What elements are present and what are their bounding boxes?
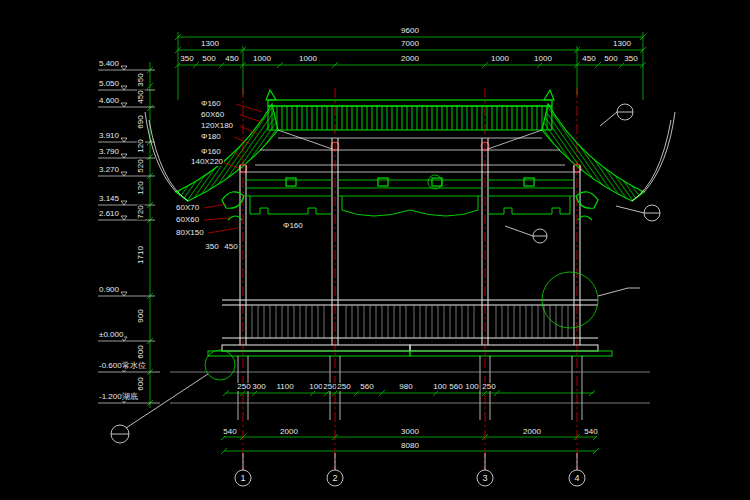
elevation-marks bbox=[98, 66, 160, 403]
axis-bubbles bbox=[235, 453, 585, 486]
vertical-dimension: 350 bbox=[137, 72, 145, 87]
member-size: 140X220 bbox=[190, 158, 224, 166]
dimension-text: 560 bbox=[448, 383, 463, 391]
axis-lines bbox=[243, 88, 577, 470]
member-size: Φ160 bbox=[282, 222, 304, 230]
detail-callouts bbox=[111, 104, 660, 443]
dimension-text: 250 bbox=[236, 383, 251, 391]
vertical-dimension: 1710 bbox=[137, 245, 145, 265]
axis-number: 1 bbox=[239, 474, 246, 483]
dimension-text: 560 bbox=[359, 383, 374, 391]
dimension-text: 250 bbox=[336, 383, 351, 391]
elevation-label: 3.270 bbox=[98, 166, 120, 174]
member-size: 60X60 bbox=[200, 111, 225, 119]
vertical-dimension: 900 bbox=[137, 308, 145, 323]
vertical-dimension: 720 bbox=[137, 204, 145, 219]
dimension-text: 1000 bbox=[533, 55, 553, 63]
dimension-text: 1300 bbox=[200, 40, 220, 48]
axis-number: 3 bbox=[481, 474, 488, 483]
vertical-dimension: 690 bbox=[137, 114, 145, 129]
member-size: 120X180 bbox=[200, 122, 234, 130]
dimension-text: 2000 bbox=[400, 55, 420, 63]
ridge bbox=[266, 90, 554, 130]
member-size: 80X150 bbox=[175, 229, 205, 237]
dimension-text: 300 bbox=[251, 383, 266, 391]
dimension-text: 540 bbox=[583, 428, 598, 436]
dimension-lines bbox=[147, 32, 646, 454]
dimension-text: 1300 bbox=[612, 40, 632, 48]
dimension-text: 450 bbox=[581, 55, 596, 63]
member-size: 350 bbox=[204, 243, 219, 251]
dimension-text: 2000 bbox=[279, 428, 299, 436]
member-size: Φ160 bbox=[200, 148, 222, 156]
dimension-text: 2000 bbox=[522, 428, 542, 436]
axis-number: 4 bbox=[573, 474, 580, 483]
dimension-text: 100 bbox=[432, 383, 447, 391]
dimension-text: 350 bbox=[179, 55, 194, 63]
dimension-text: 1000 bbox=[490, 55, 510, 63]
member-size: 60X70 bbox=[175, 204, 200, 212]
dimension-text: 250 bbox=[481, 383, 496, 391]
elevation-label: 0.900 bbox=[98, 286, 120, 294]
vertical-dimension: 120 bbox=[137, 180, 145, 195]
dimension-text: 450 bbox=[224, 55, 239, 63]
vertical-dimension: 600 bbox=[137, 376, 145, 391]
elevation-label: 3.910 bbox=[98, 132, 120, 140]
dimension-text: 500 bbox=[201, 55, 216, 63]
elevation-label: 2.610 bbox=[98, 210, 120, 218]
dimension-text: 1100 bbox=[275, 383, 294, 391]
vertical-dimension: 120 bbox=[137, 138, 145, 153]
dimension-text: 980 bbox=[398, 383, 413, 391]
dimension-text: 350 bbox=[623, 55, 638, 63]
ground-lines bbox=[170, 372, 650, 403]
member-size: 450 bbox=[223, 243, 238, 251]
dimension-text: 1000 bbox=[252, 55, 272, 63]
vertical-dimension: 520 bbox=[137, 158, 145, 173]
dimension-text: 7000 bbox=[400, 40, 420, 48]
elevation-label: 3.790 bbox=[98, 148, 120, 156]
dimension-text: 3000 bbox=[400, 428, 420, 436]
vertical-dimension: 450 bbox=[137, 89, 145, 104]
dimension-text: 9600 bbox=[400, 27, 420, 35]
elevation-label: 5.050 bbox=[98, 80, 120, 88]
vertical-dimension: 600 bbox=[137, 344, 145, 359]
elevation-label: -0.600常水位 bbox=[98, 362, 147, 370]
dimension-text: 100 bbox=[464, 383, 479, 391]
elevation-label: 5.400 bbox=[98, 60, 120, 68]
elevation-label: -1.200湖底 bbox=[98, 393, 139, 401]
axis-number: 2 bbox=[331, 474, 338, 483]
pavilion-half bbox=[145, 104, 410, 420]
dimension-text: 540 bbox=[222, 428, 237, 436]
dimension-text: 500 bbox=[603, 55, 618, 63]
member-size: Φ160 bbox=[200, 100, 222, 108]
member-size: Φ180 bbox=[200, 133, 222, 141]
dimension-text: 8080 bbox=[400, 442, 420, 450]
dimension-text: 1000 bbox=[298, 55, 318, 63]
elevation-label: 4.600 bbox=[98, 97, 120, 105]
member-size: 60X60 bbox=[175, 216, 200, 224]
elevation-label: ±0.000 bbox=[98, 331, 124, 339]
elevation-label: 3.145 bbox=[98, 195, 120, 203]
